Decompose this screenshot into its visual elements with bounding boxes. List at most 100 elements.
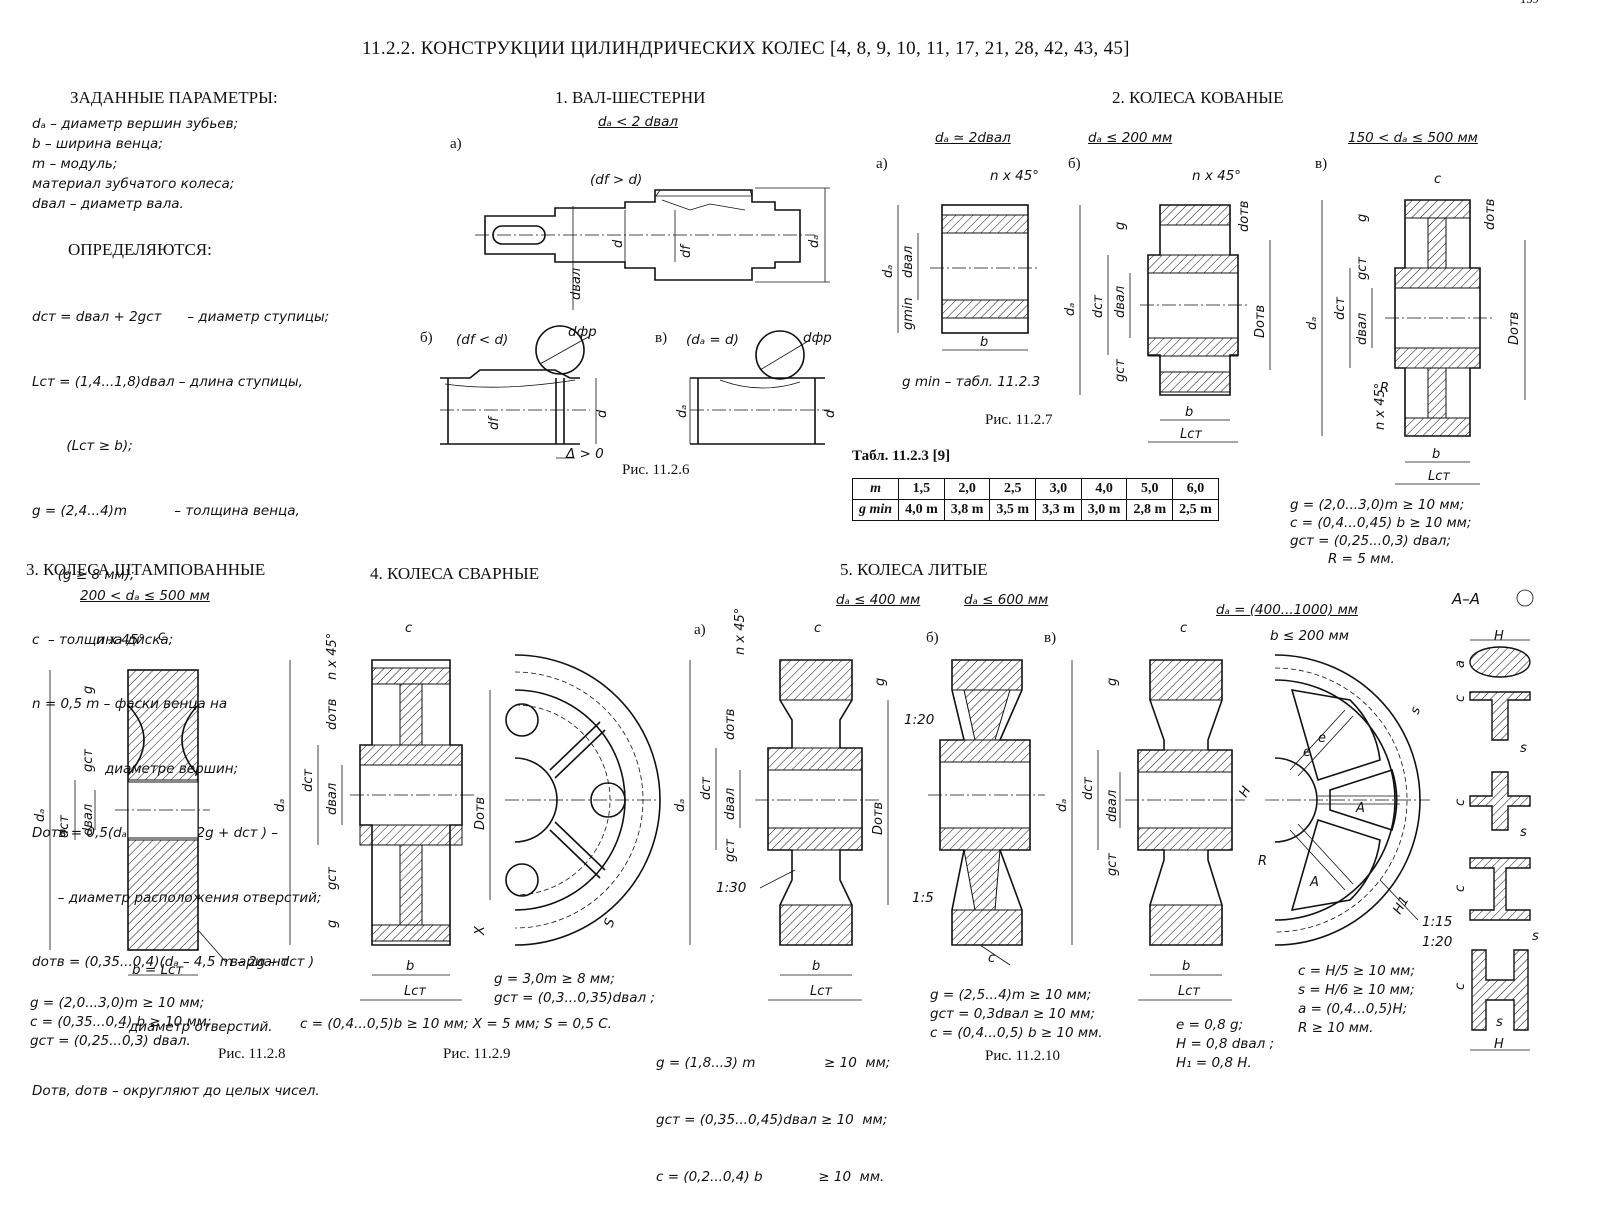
label-da: dₐ [33, 809, 48, 822]
fig-5-v-front [1265, 654, 1430, 946]
label-df: df [679, 243, 694, 258]
table-cell: 2,0 [943, 478, 991, 500]
section-2-cond-b: dₐ ≤ 200 мм [1088, 130, 1173, 146]
section-3-notes: g = (2,0...3,0)m ≥ 10 мм; c = (0,35...0,… [30, 994, 211, 1051]
note-line: c = (0,4...0,5) b ≥ 10 мм. [930, 1025, 1103, 1041]
label-Lst: Lст [810, 984, 832, 999]
label-c: c [1453, 695, 1468, 702]
note-line: R = 5 мм. [1328, 551, 1395, 567]
fig-1-b-label: б) [420, 330, 433, 346]
label-d: d [823, 409, 838, 418]
label-H: H [1236, 784, 1254, 800]
section-2-title: 2. КОЛЕСА КОВАНЫЕ [1112, 88, 1284, 107]
label-s: s [1408, 705, 1424, 717]
label-d: d [611, 239, 626, 248]
label-Dotv: Dотв [1507, 312, 1522, 345]
fig-4-wheel-section [289, 659, 491, 1001]
section-2-cond-v: 150 < dₐ ≤ 500 мм [1348, 130, 1478, 146]
fig-2-a-wheel [897, 204, 1040, 351]
section-1-condition: dₐ < 2 dвал [598, 114, 679, 130]
note-line: e = 0,8 g; [1176, 1017, 1244, 1033]
table-cell: 3,0 m [1080, 499, 1128, 521]
note-line: H₁ = 0,8 H. [1176, 1055, 1252, 1071]
note-line: gст = (0,35...0,45)dвал ≥ 10 мм; [656, 1112, 888, 1128]
section-3-condition: 200 < dₐ ≤ 500 мм [80, 588, 210, 604]
fig-11-2-6-caption: Рис. 11.2.6 [622, 462, 690, 478]
section-5-title: 5. КОЛЕСА ЛИТЫЕ [840, 560, 988, 579]
fig-11-2-10-caption: Рис. 11.2.10 [985, 1048, 1060, 1064]
section-5-cond-b: dₐ ≤ 600 мм [964, 592, 1049, 608]
label-Lst: Lст [1178, 984, 1200, 999]
table-cell: 3,5 m [989, 499, 1037, 521]
label-H: H [1494, 629, 1504, 644]
label-da: dₐ [273, 799, 288, 812]
table-row: m 1,5 2,0 2,5 3,0 4,0 5,0 6,0 [851, 478, 1219, 500]
label-c: c [988, 951, 995, 966]
fig-1-v-da: (dₐ = d) [686, 332, 739, 348]
label-c: c [1453, 983, 1468, 990]
label-dst: dст [1333, 297, 1348, 320]
page-number: 159 [1520, 0, 1539, 7]
label-s: s [1496, 1015, 1503, 1030]
given-heading: ЗАДАННЫЕ ПАРАМЕТРЫ: [70, 88, 278, 107]
label-dotv: dотв [723, 709, 738, 740]
fig-5-a-label: а) [694, 622, 706, 638]
section-5-notes-r: c = H/5 ≥ 10 мм; s = H/6 ≥ 10 мм; a = (0… [1298, 962, 1415, 1038]
label-c: c [1453, 885, 1468, 892]
fig-2-a-chamfer: n x 45° [990, 168, 1040, 184]
label-Dotv: Dотв [1253, 305, 1268, 338]
label-dotv: dотв [325, 699, 340, 730]
given-line: dвал – диаметр вала. [32, 196, 184, 212]
note-line: gст = (0,25...0,3) dвал. [30, 1033, 191, 1049]
note-line: g = (1,8...3) m ≥ 10 мм; [656, 1055, 891, 1071]
fig-2-b-label: б) [1068, 156, 1081, 172]
section-3-title: 3. КОЛЕСА ШТАМПОВАННЫЕ [26, 560, 266, 579]
label-R: R [1380, 381, 1389, 396]
label-dval: dвал [569, 268, 584, 300]
determined-line: (g ≥ 8 мм); [32, 567, 135, 583]
fig-1-a-label: а) [450, 136, 462, 152]
label-gst: gст [81, 749, 96, 772]
determined-line: Dотв, dотв – округляют до целых чисел. [32, 1083, 320, 1099]
determined-line: – диаметр отверстий. [32, 1018, 273, 1035]
chamfer-label: n x 45° [1373, 383, 1388, 430]
label-A: A [1355, 801, 1365, 816]
note-line: s = H/6 ≥ 10 мм; [1298, 982, 1415, 998]
label-c: c [814, 621, 821, 636]
label-b: b [1432, 447, 1440, 462]
label-d: d [595, 409, 610, 418]
fig-1-b-shaft [440, 325, 597, 459]
label-R: R [1258, 854, 1267, 869]
note-line: g = 3,0m ≥ 8 мм; [494, 971, 615, 987]
note-line: gст = (0,3...0,35)dвал ; [494, 990, 655, 1006]
table-row: g min 4,0 m 3,8 m 3,5 m 3,3 m 3,0 m 2,8 … [851, 499, 1219, 521]
fig-2-a-label: а) [876, 156, 888, 172]
section-1-title: 1. ВАЛ-ШЕСТЕРНИ [555, 88, 706, 107]
fig-1-v-shaft [689, 330, 830, 445]
label-a: a [1453, 660, 1468, 668]
label-g: g [1113, 222, 1128, 230]
fig-3-wheel [49, 669, 227, 976]
fig-1-a-df: (df > d) [590, 172, 643, 188]
note-line: g = (2,0...3,0)m ≥ 10 мм; [30, 995, 205, 1011]
note-line: a = (0,4...0,5)H; [1298, 1001, 1408, 1017]
label-g: g [1105, 678, 1120, 686]
determined-heading: ОПРЕДЕЛЯЮТСЯ: [68, 240, 212, 259]
table-cell: 4,0 m [898, 499, 945, 521]
label-Dotv: Dотв [871, 802, 886, 835]
given-list: dₐ – диаметр вершин зубьев; b – ширина в… [32, 114, 238, 214]
table-head-gmin: g min [851, 499, 900, 521]
section-2-drawings: dₐ dвал gmin b dₐ dст dвал g gст dотв Dо… [881, 172, 1526, 485]
section-4-notes-a: g = 3,0m ≥ 8 мм; gст = (0,3...0,35)dвал … [494, 970, 655, 1008]
label-b: b [406, 959, 414, 974]
fig-5-slope-b2: 1:5 [912, 890, 934, 906]
label-dst: dст [1091, 295, 1106, 318]
fig-1-a-shaft [475, 187, 830, 310]
label-Lst: Lст [1428, 469, 1450, 484]
fig-4-wheel-front [505, 654, 661, 946]
fig-5-slope-a: 1:30 [716, 880, 747, 896]
section-5-cond-a: dₐ ≤ 400 мм [836, 592, 921, 608]
label-Lst: Lст [1180, 427, 1202, 442]
label-A: A [1309, 875, 1319, 890]
fig-1-delta: Δ > 0 [566, 446, 604, 462]
